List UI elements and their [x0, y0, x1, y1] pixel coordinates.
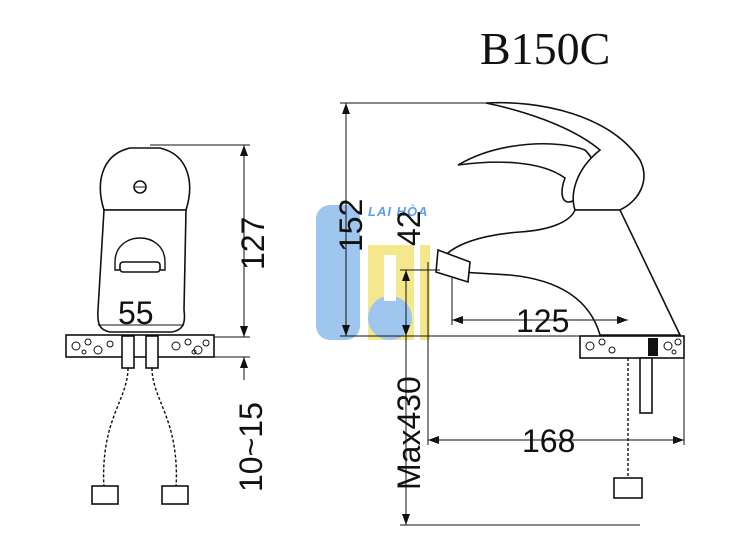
dim-max430-group: Max430	[391, 336, 640, 526]
dim-hose-length: 10~15	[233, 402, 269, 492]
front-base-plate	[65, 334, 215, 358]
dim-42-group: 42	[391, 210, 440, 336]
dim-hose-max: Max430	[391, 376, 427, 490]
dim-hose-group: 10~15	[214, 356, 269, 492]
model-title: B150C	[480, 23, 610, 74]
dim-spout-reach: 125	[516, 303, 569, 339]
front-hose-right	[151, 367, 178, 489]
dim-127-group: 127	[150, 144, 271, 338]
dim-total-height: 152	[333, 199, 369, 252]
watermark-text: LAI HÒA	[368, 204, 428, 219]
side-hose-nut	[613, 477, 643, 499]
dim-body-width: 55	[118, 295, 154, 331]
side-spout-tip	[435, 248, 471, 284]
dim-body-height: 127	[235, 217, 271, 270]
dim-overall-depth: 168	[522, 423, 575, 459]
dim-152-group: 152	[333, 102, 580, 337]
dim-125-group: 125	[451, 278, 628, 339]
side-base-plate	[579, 335, 685, 359]
dim-168-group: 168	[427, 262, 685, 459]
front-view: 55	[65, 147, 215, 505]
dim-spout-height: 42	[391, 210, 427, 246]
front-hose-left	[102, 367, 129, 489]
watermark-logo: LAI HÒA	[316, 204, 430, 340]
front-handle	[99, 147, 191, 211]
side-view	[435, 101, 685, 499]
